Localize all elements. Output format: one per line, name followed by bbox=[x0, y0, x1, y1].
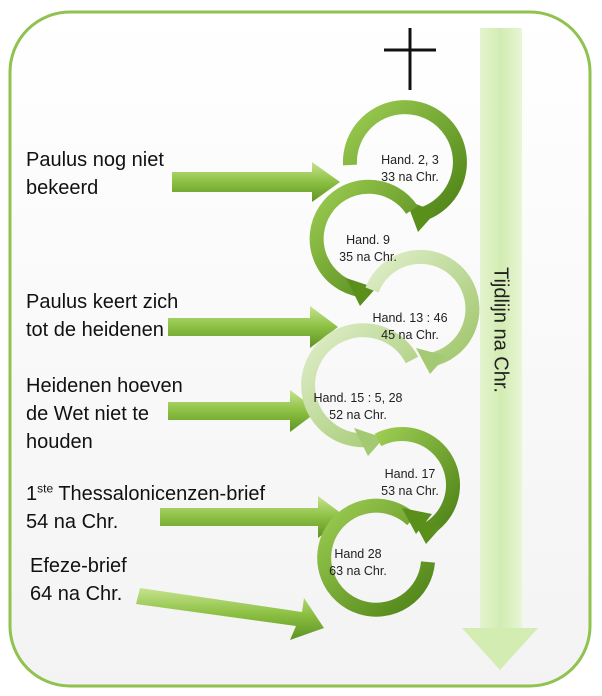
arrow-5 bbox=[136, 588, 324, 640]
label-thessalonicenzen: 1ste Thessalonicenzen-brief 54 na Chr. bbox=[26, 481, 266, 533]
arrow-4 bbox=[160, 496, 346, 538]
ring-3 bbox=[365, 249, 480, 374]
ring-6 bbox=[317, 498, 435, 617]
arrow-3 bbox=[168, 390, 318, 432]
arrow-1 bbox=[172, 162, 340, 202]
ring-4 bbox=[301, 323, 419, 456]
arrow-2 bbox=[168, 306, 338, 348]
ring-2 bbox=[309, 179, 418, 306]
timeline-label: Tijdlijn na Chr. bbox=[489, 267, 512, 393]
cross-icon bbox=[384, 28, 436, 90]
timeline-arrow bbox=[462, 28, 538, 670]
pointer-arrows bbox=[136, 162, 346, 640]
